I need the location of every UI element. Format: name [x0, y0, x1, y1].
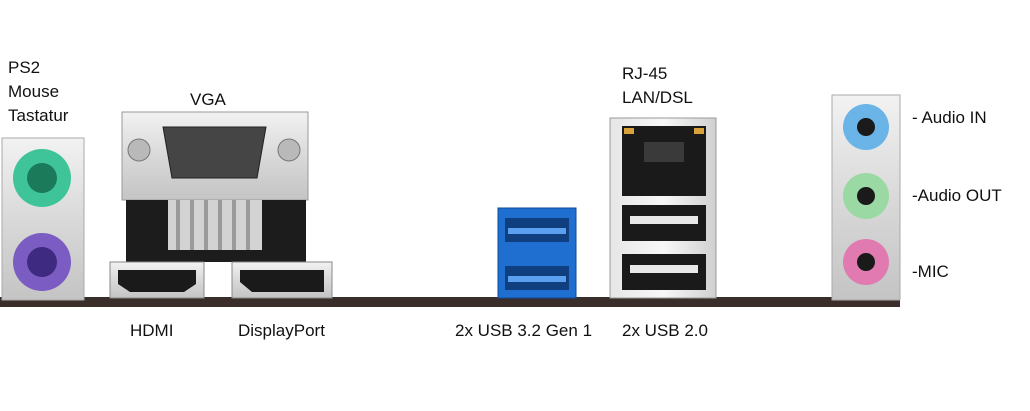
- usb3-port-stack: [497, 207, 577, 299]
- usb3-label: 2x USB 3.2 Gen 1: [455, 321, 593, 340]
- rj45-label-line: LAN/DSL: [622, 88, 693, 107]
- vga-label: VGA: [190, 90, 226, 109]
- displayport-label: DisplayPort: [238, 321, 325, 340]
- hdmi-label: HDMI: [130, 321, 174, 340]
- hdmi-port: [109, 261, 205, 299]
- ps2-port: [1, 137, 85, 301]
- mic-label: -MIC: [912, 262, 949, 281]
- ps2-label-line: Tastatur: [8, 106, 69, 125]
- ps2-label: PS2 Mouse Tastatur: [8, 56, 68, 128]
- pcb-strip: [0, 297, 900, 307]
- vga-port: [121, 111, 309, 262]
- rj45-usb2-block: [609, 117, 717, 299]
- rj45-label-line: RJ-45: [622, 64, 668, 83]
- rj45-label: RJ-45 LAN/DSL: [622, 62, 693, 110]
- displayport-port: [231, 261, 333, 299]
- audio-in-label: - Audio IN: [912, 108, 987, 127]
- ps2-label-line: PS2: [8, 58, 41, 77]
- audio-jacks: [831, 94, 901, 301]
- usb2-label: 2x USB 2.0: [622, 321, 708, 340]
- ps2-label-line: Mouse: [8, 82, 60, 101]
- audio-out-label: -Audio OUT: [912, 186, 1002, 205]
